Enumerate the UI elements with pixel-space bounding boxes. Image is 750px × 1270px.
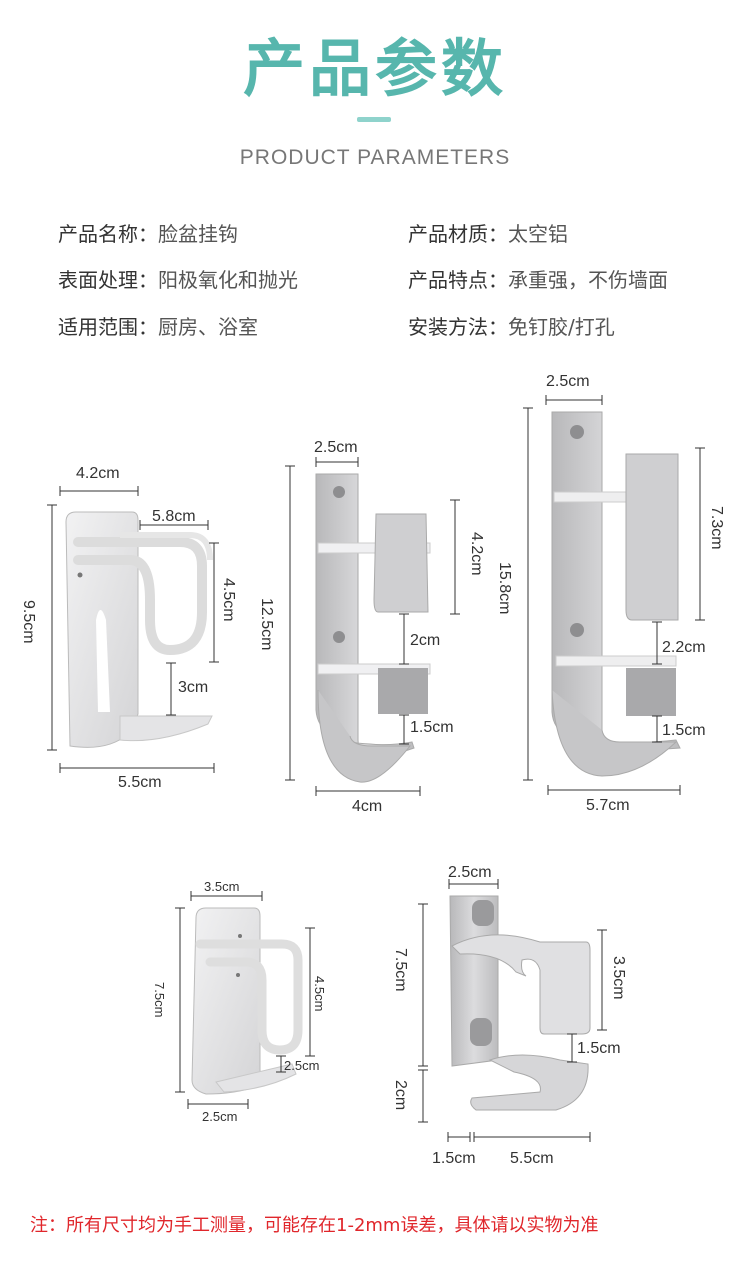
p1-bottom-dim: 5.5cm bbox=[118, 774, 162, 791]
product-4-hook bbox=[191, 907, 303, 1095]
param-scope-label: 适用范围： bbox=[58, 315, 158, 339]
product-2-dimensions bbox=[285, 457, 460, 796]
p1-inner-dim: 5.8cm bbox=[152, 508, 196, 525]
param-feature-value: 承重强，不伤墙面 bbox=[508, 268, 668, 292]
p3-lower-dim: 1.5cm bbox=[662, 722, 706, 739]
p4-gap-dim: 2.5cm bbox=[284, 1058, 319, 1073]
p2-top-dim: 2.5cm bbox=[314, 439, 358, 456]
p3-side-dim: 15.8cm bbox=[496, 562, 513, 614]
page-title: 产品参数 bbox=[242, 32, 507, 105]
p1-loop-dim: 4.5cm bbox=[220, 578, 237, 622]
p5-bottom-right-dim: 5.5cm bbox=[510, 1150, 554, 1167]
p2-lower-dim: 1.5cm bbox=[410, 719, 454, 736]
p2-gap-dim: 2cm bbox=[410, 632, 440, 649]
p5-lower-dim: 1.5cm bbox=[577, 1040, 621, 1057]
param-install: 安装方法：免钉胶/打孔 bbox=[408, 311, 615, 340]
p5-side-dim: 7.5cm bbox=[392, 948, 409, 992]
p2-upper-dim: 4.2cm bbox=[468, 532, 485, 576]
p5-top-dim: 2.5cm bbox=[448, 864, 492, 881]
param-feature-label: 产品特点： bbox=[408, 268, 508, 292]
p1-gap-dim: 3cm bbox=[178, 679, 208, 696]
param-material: 产品材质：太空铝 bbox=[408, 218, 568, 247]
product-2-hook bbox=[315, 473, 431, 783]
product-1-hook bbox=[65, 511, 213, 748]
param-material-label: 产品材质： bbox=[408, 222, 508, 246]
param-name-value: 脸盆挂钩 bbox=[158, 222, 238, 246]
measurement-note: 注：所有尺寸均为手工测量，可能存在1-2mm误差，具体请以实物为准 bbox=[30, 1215, 599, 1236]
param-surface-value: 阳极氧化和抛光 bbox=[158, 268, 298, 292]
param-install-label: 安装方法： bbox=[408, 315, 508, 339]
p5-upper-dim: 3.5cm bbox=[610, 956, 627, 1000]
p3-top-dim: 2.5cm bbox=[546, 373, 590, 390]
p5-base-dim: 2cm bbox=[392, 1080, 409, 1110]
param-surface: 表面处理：阳极氧化和抛光 bbox=[58, 264, 298, 293]
p3-bottom-dim: 5.7cm bbox=[586, 797, 630, 814]
p4-loop-dim: 4.5cm bbox=[312, 976, 327, 1011]
title-divider bbox=[357, 117, 391, 122]
product-1-dimensions bbox=[47, 486, 219, 773]
param-surface-label: 表面处理： bbox=[58, 268, 158, 292]
param-name-label: 产品名称： bbox=[58, 222, 158, 246]
param-name: 产品名称：脸盆挂钩 bbox=[58, 218, 238, 247]
p2-side-dim: 12.5cm bbox=[258, 598, 275, 650]
product-5-hook bbox=[449, 895, 591, 1111]
param-scope-value: 厨房、浴室 bbox=[158, 315, 258, 339]
p3-upper-dim: 7.3cm bbox=[708, 506, 725, 550]
param-material-value: 太空铝 bbox=[508, 222, 568, 246]
p5-bottom-left-dim: 1.5cm bbox=[432, 1150, 476, 1167]
product-3-hook bbox=[551, 411, 681, 777]
param-install-value: 免钉胶/打孔 bbox=[508, 315, 615, 339]
p4-bottom-dim: 2.5cm bbox=[202, 1109, 237, 1124]
p1-top-dim: 4.2cm bbox=[76, 465, 120, 482]
product-5-dimensions bbox=[418, 879, 607, 1142]
page-subtitle: PRODUCT PARAMETERS bbox=[239, 146, 511, 169]
p4-top-dim: 3.5cm bbox=[204, 879, 239, 894]
product-4-dimensions bbox=[175, 891, 315, 1109]
param-scope: 适用范围：厨房、浴室 bbox=[58, 311, 258, 340]
p1-side-dim: 9.5cm bbox=[20, 600, 37, 644]
param-feature: 产品特点：承重强，不伤墙面 bbox=[408, 264, 668, 293]
p3-gap-dim: 2.2cm bbox=[662, 639, 706, 656]
p4-side-dim: 7.5cm bbox=[152, 982, 167, 1017]
p2-bottom-dim: 4cm bbox=[352, 798, 382, 815]
product-3-dimensions bbox=[523, 395, 705, 795]
